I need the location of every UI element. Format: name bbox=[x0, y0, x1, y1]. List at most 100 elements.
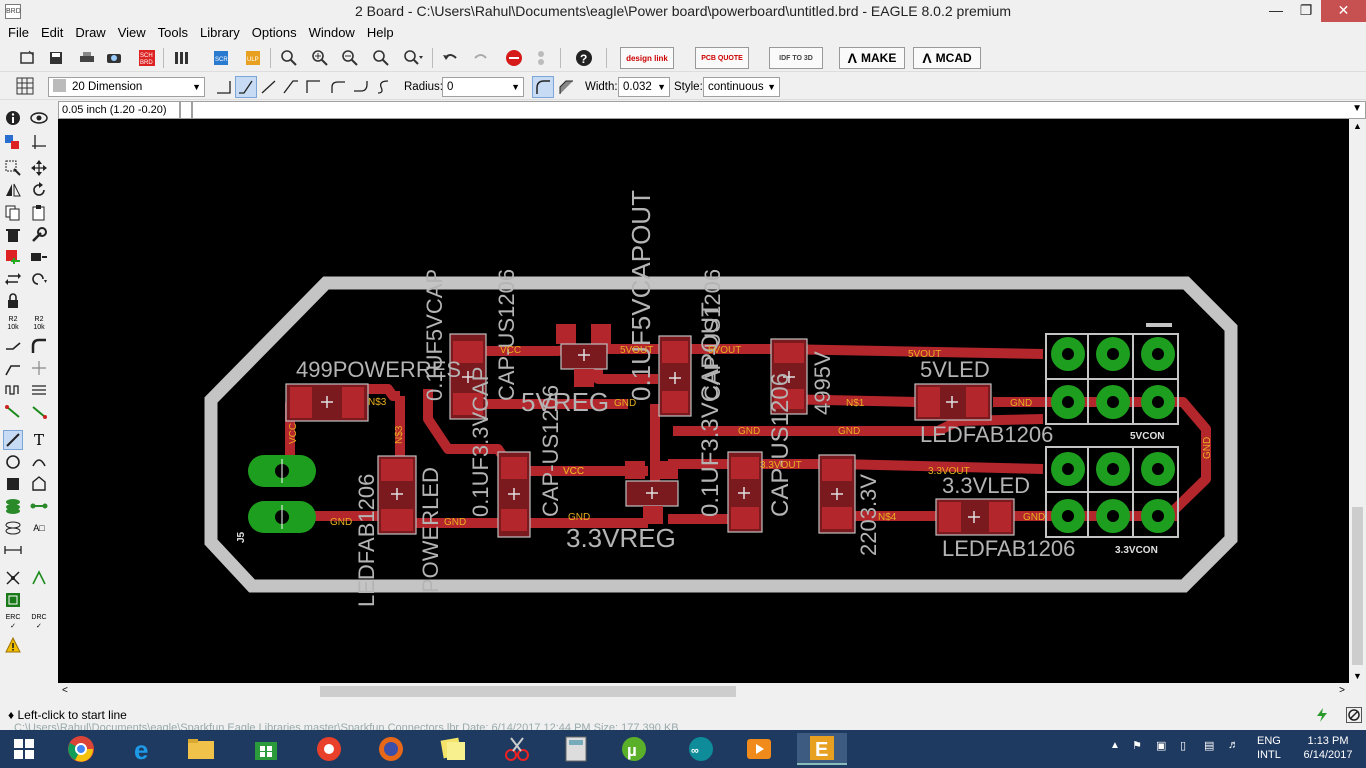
help-icon[interactable]: ? bbox=[573, 47, 595, 69]
split-icon[interactable] bbox=[3, 336, 23, 356]
wire-bend-3-icon[interactable] bbox=[280, 76, 302, 98]
horizontal-scroll-thumb[interactable] bbox=[320, 686, 736, 697]
ratsnest-all-icon[interactable] bbox=[3, 568, 23, 588]
design-link-button[interactable]: design link bbox=[620, 47, 674, 69]
tray-volume-icon[interactable]: ♬ bbox=[1228, 739, 1239, 751]
sticky-notes-icon[interactable] bbox=[434, 733, 472, 765]
menu-view[interactable]: View bbox=[117, 25, 146, 40]
lock-icon[interactable] bbox=[3, 291, 23, 311]
idf-to-3d-button[interactable]: IDF TO 3D bbox=[769, 47, 823, 69]
wire-bend-1-icon[interactable] bbox=[235, 76, 257, 98]
zoom-out-icon[interactable] bbox=[339, 47, 361, 69]
eagle-app-icon[interactable]: BRD bbox=[5, 4, 21, 19]
zoom-fit-icon[interactable] bbox=[278, 47, 300, 69]
wire-bend-0-icon[interactable] bbox=[213, 76, 235, 98]
scroll-right-icon[interactable]: > bbox=[1339, 685, 1345, 696]
text-tool-icon[interactable]: T bbox=[33, 431, 44, 449]
script-icon[interactable]: SCR bbox=[211, 47, 233, 69]
miter-straight-icon[interactable] bbox=[555, 76, 577, 98]
hole-icon[interactable] bbox=[3, 518, 23, 538]
tray-device-icon[interactable]: ▯ bbox=[1180, 740, 1187, 752]
autorouter-icon[interactable] bbox=[29, 380, 49, 400]
ulp-icon[interactable]: ULP bbox=[243, 47, 265, 69]
rect-tool-icon[interactable] bbox=[3, 474, 23, 494]
scroll-left-icon[interactable]: < bbox=[62, 685, 68, 696]
group-icon[interactable] bbox=[3, 158, 23, 178]
miter-icon[interactable] bbox=[29, 336, 49, 356]
grid-icon[interactable] bbox=[14, 75, 36, 97]
wire-bend-4-icon[interactable] bbox=[302, 76, 324, 98]
warning-icon[interactable] bbox=[3, 635, 23, 655]
save-icon[interactable] bbox=[45, 47, 67, 69]
stop-icon[interactable] bbox=[503, 47, 525, 69]
menu-draw[interactable]: Draw bbox=[75, 25, 106, 40]
erc-icon[interactable]: ERC✓ bbox=[5, 614, 21, 630]
ripup-icon[interactable] bbox=[29, 358, 49, 378]
clock[interactable]: 1:13 PM 6/14/2017 bbox=[1298, 734, 1358, 762]
language-indicator[interactable]: ENG INTL bbox=[1257, 734, 1281, 762]
layer-select[interactable]: 20 Dimension▼ bbox=[48, 77, 205, 97]
paste-icon[interactable] bbox=[29, 203, 49, 223]
move-icon[interactable] bbox=[29, 158, 49, 178]
open-icon[interactable] bbox=[16, 47, 38, 69]
tray-signal-icon[interactable]: ▤ bbox=[1204, 740, 1215, 752]
j5-connector[interactable] bbox=[248, 455, 316, 533]
chevron-down-icon[interactable]: ▼ bbox=[1352, 103, 1362, 114]
scroll-down-icon[interactable]: ▼ bbox=[1353, 671, 1362, 681]
pcb-drawing[interactable]: 499POWERRES 0.1UF5VCAP CAP-US1206 0.1UF3… bbox=[58, 119, 1349, 683]
replace-icon[interactable] bbox=[29, 247, 49, 267]
style-combo[interactable]: continuous▼ bbox=[703, 77, 780, 97]
vertical-scroll-thumb[interactable] bbox=[1352, 507, 1363, 665]
mark-icon[interactable] bbox=[29, 132, 49, 152]
ratsnest-icon[interactable] bbox=[29, 402, 49, 422]
wire-bend-7-icon[interactable] bbox=[373, 76, 395, 98]
horizontal-scrollbar[interactable]: < > bbox=[58, 683, 1349, 700]
change-icon[interactable] bbox=[29, 225, 49, 245]
wire-bend-6-icon[interactable] bbox=[350, 76, 372, 98]
utorrent-icon[interactable]: µ bbox=[615, 733, 653, 765]
store-icon[interactable] bbox=[247, 733, 285, 765]
go-icon[interactable] bbox=[530, 47, 552, 69]
line-tool-icon[interactable] bbox=[3, 430, 23, 450]
command-input[interactable]: ▼ bbox=[192, 101, 1366, 119]
wire-bend-2-icon[interactable] bbox=[258, 76, 280, 98]
file-explorer-icon[interactable] bbox=[182, 733, 220, 765]
coordinate-toggle[interactable] bbox=[180, 101, 192, 119]
width-combo[interactable]: 0.032▼ bbox=[618, 77, 670, 97]
zoom-select-icon[interactable] bbox=[403, 47, 425, 69]
menu-window[interactable]: Window bbox=[308, 25, 355, 40]
chrome-icon[interactable] bbox=[62, 733, 100, 765]
via-icon[interactable] bbox=[3, 496, 23, 516]
dimension-icon[interactable] bbox=[3, 540, 23, 560]
menu-options[interactable]: Options bbox=[251, 25, 297, 40]
attribute-icon[interactable]: A□ bbox=[33, 523, 45, 533]
restore-button[interactable]: ❐ bbox=[1299, 2, 1313, 18]
undo-icon[interactable] bbox=[439, 47, 461, 69]
library-icon[interactable] bbox=[172, 47, 194, 69]
print-icon[interactable] bbox=[76, 47, 98, 69]
tray-flag-icon[interactable]: ⚑ bbox=[1132, 740, 1142, 752]
menu-tools[interactable]: Tools bbox=[157, 25, 189, 40]
miter-round-icon[interactable] bbox=[532, 76, 554, 98]
menu-library[interactable]: Library bbox=[200, 25, 240, 40]
cam-icon[interactable] bbox=[103, 47, 125, 69]
drc-icon[interactable]: DRC✓ bbox=[31, 614, 47, 630]
header-5vcon[interactable] bbox=[1045, 323, 1179, 425]
polygon-tool-icon[interactable] bbox=[29, 474, 49, 494]
route-icon[interactable] bbox=[3, 402, 23, 422]
vertical-scrollbar[interactable]: ▲ ▼ bbox=[1349, 119, 1366, 683]
board-canvas[interactable]: 499POWERRES 0.1UF5VCAP CAP-US1206 0.1UF3… bbox=[58, 119, 1349, 683]
lock-rotate-icon[interactable] bbox=[29, 269, 49, 289]
windows-start-icon[interactable] bbox=[5, 733, 43, 765]
tray-network-icon[interactable]: ▣ bbox=[1156, 740, 1167, 752]
eagle-taskbar-icon[interactable]: E bbox=[797, 733, 847, 765]
video-player-icon[interactable] bbox=[740, 733, 778, 765]
signal-icon[interactable] bbox=[29, 496, 49, 516]
menu-file[interactable]: File bbox=[8, 25, 29, 40]
add-icon[interactable] bbox=[3, 247, 23, 267]
optimize-icon[interactable] bbox=[3, 358, 23, 378]
zoom-redraw-icon[interactable] bbox=[370, 47, 392, 69]
